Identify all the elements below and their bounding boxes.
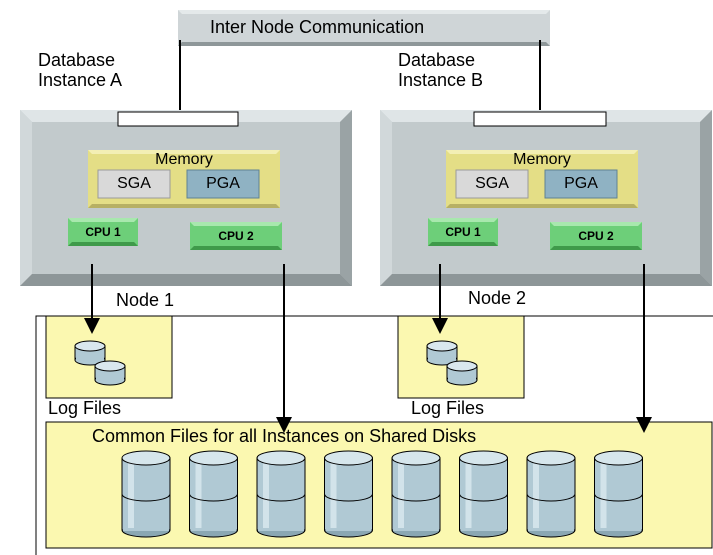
shared-disks-title: Common Files for all Instances on Shared…: [92, 426, 477, 446]
instance-a-line2: Instance A: [38, 70, 123, 90]
shared-disk-cylinder: [121, 450, 171, 538]
node2-label: Node 2: [468, 288, 527, 308]
node2-log-disk-icon: [426, 340, 478, 386]
node2-memory-label: Memory: [513, 151, 571, 168]
node1-cpu2-label: CPU 2: [218, 229, 254, 243]
inter-node-header: [178, 10, 550, 46]
shared-disks-group: [121, 450, 643, 538]
node1-memory-label: Memory: [155, 151, 213, 168]
node1-port: [117, 111, 239, 127]
shared-disk-cylinder: [324, 450, 373, 538]
node2-sga-label: SGA: [475, 175, 509, 192]
log-disk-cylinder: [446, 360, 478, 386]
node1-log-disk-icon: [74, 340, 126, 386]
shared-disk-cylinder: [459, 450, 508, 538]
node1-sga-label: SGA: [117, 175, 151, 192]
node2-port: [473, 111, 607, 127]
node1-log-files-label: Log Files: [48, 398, 122, 418]
log-disk-cylinder: [74, 340, 106, 366]
instance-b-line2: Instance B: [398, 70, 484, 90]
node2-cpu2-box: [550, 222, 642, 250]
node1-sga-box: [97, 169, 171, 199]
node1-cpu1-label: CPU 1: [85, 225, 121, 239]
node2-sga-box: [455, 169, 529, 199]
node2-log-files-label: Log Files: [411, 398, 485, 418]
shared-disk-cylinder: [594, 450, 643, 538]
node1-box: [20, 110, 352, 286]
shared-disk-cylinder: [189, 450, 238, 538]
node1-log-panel: [45, 315, 173, 399]
node1-label: Node 1: [116, 290, 175, 310]
shared-disk-cylinder: [526, 450, 576, 538]
storage-frame: [35, 315, 713, 555]
node1-cpu1-box: [68, 218, 138, 246]
node2-log-panel: [397, 315, 525, 399]
node2-cpu2-label: CPU 2: [578, 229, 614, 243]
shared-disk-cylinder: [391, 450, 441, 538]
node2-pga-box: [544, 169, 618, 199]
node1-cpu2-box: [190, 222, 282, 250]
node1-pga-label: PGA: [206, 175, 240, 192]
node1-pga-box: [186, 169, 260, 199]
node2-cpu1-label: CPU 1: [445, 225, 481, 239]
shared-disk-cylinder: [256, 450, 306, 538]
inter-node-title: Inter Node Communication: [210, 17, 425, 37]
log-disk-cylinder: [426, 340, 458, 366]
node2-pga-label: PGA: [564, 175, 598, 192]
log-disk-cylinder: [94, 360, 126, 386]
instance-b-line1: Database: [398, 50, 476, 70]
instance-a-line1: Database: [38, 50, 116, 70]
node2-cpu1-box: [428, 218, 498, 246]
